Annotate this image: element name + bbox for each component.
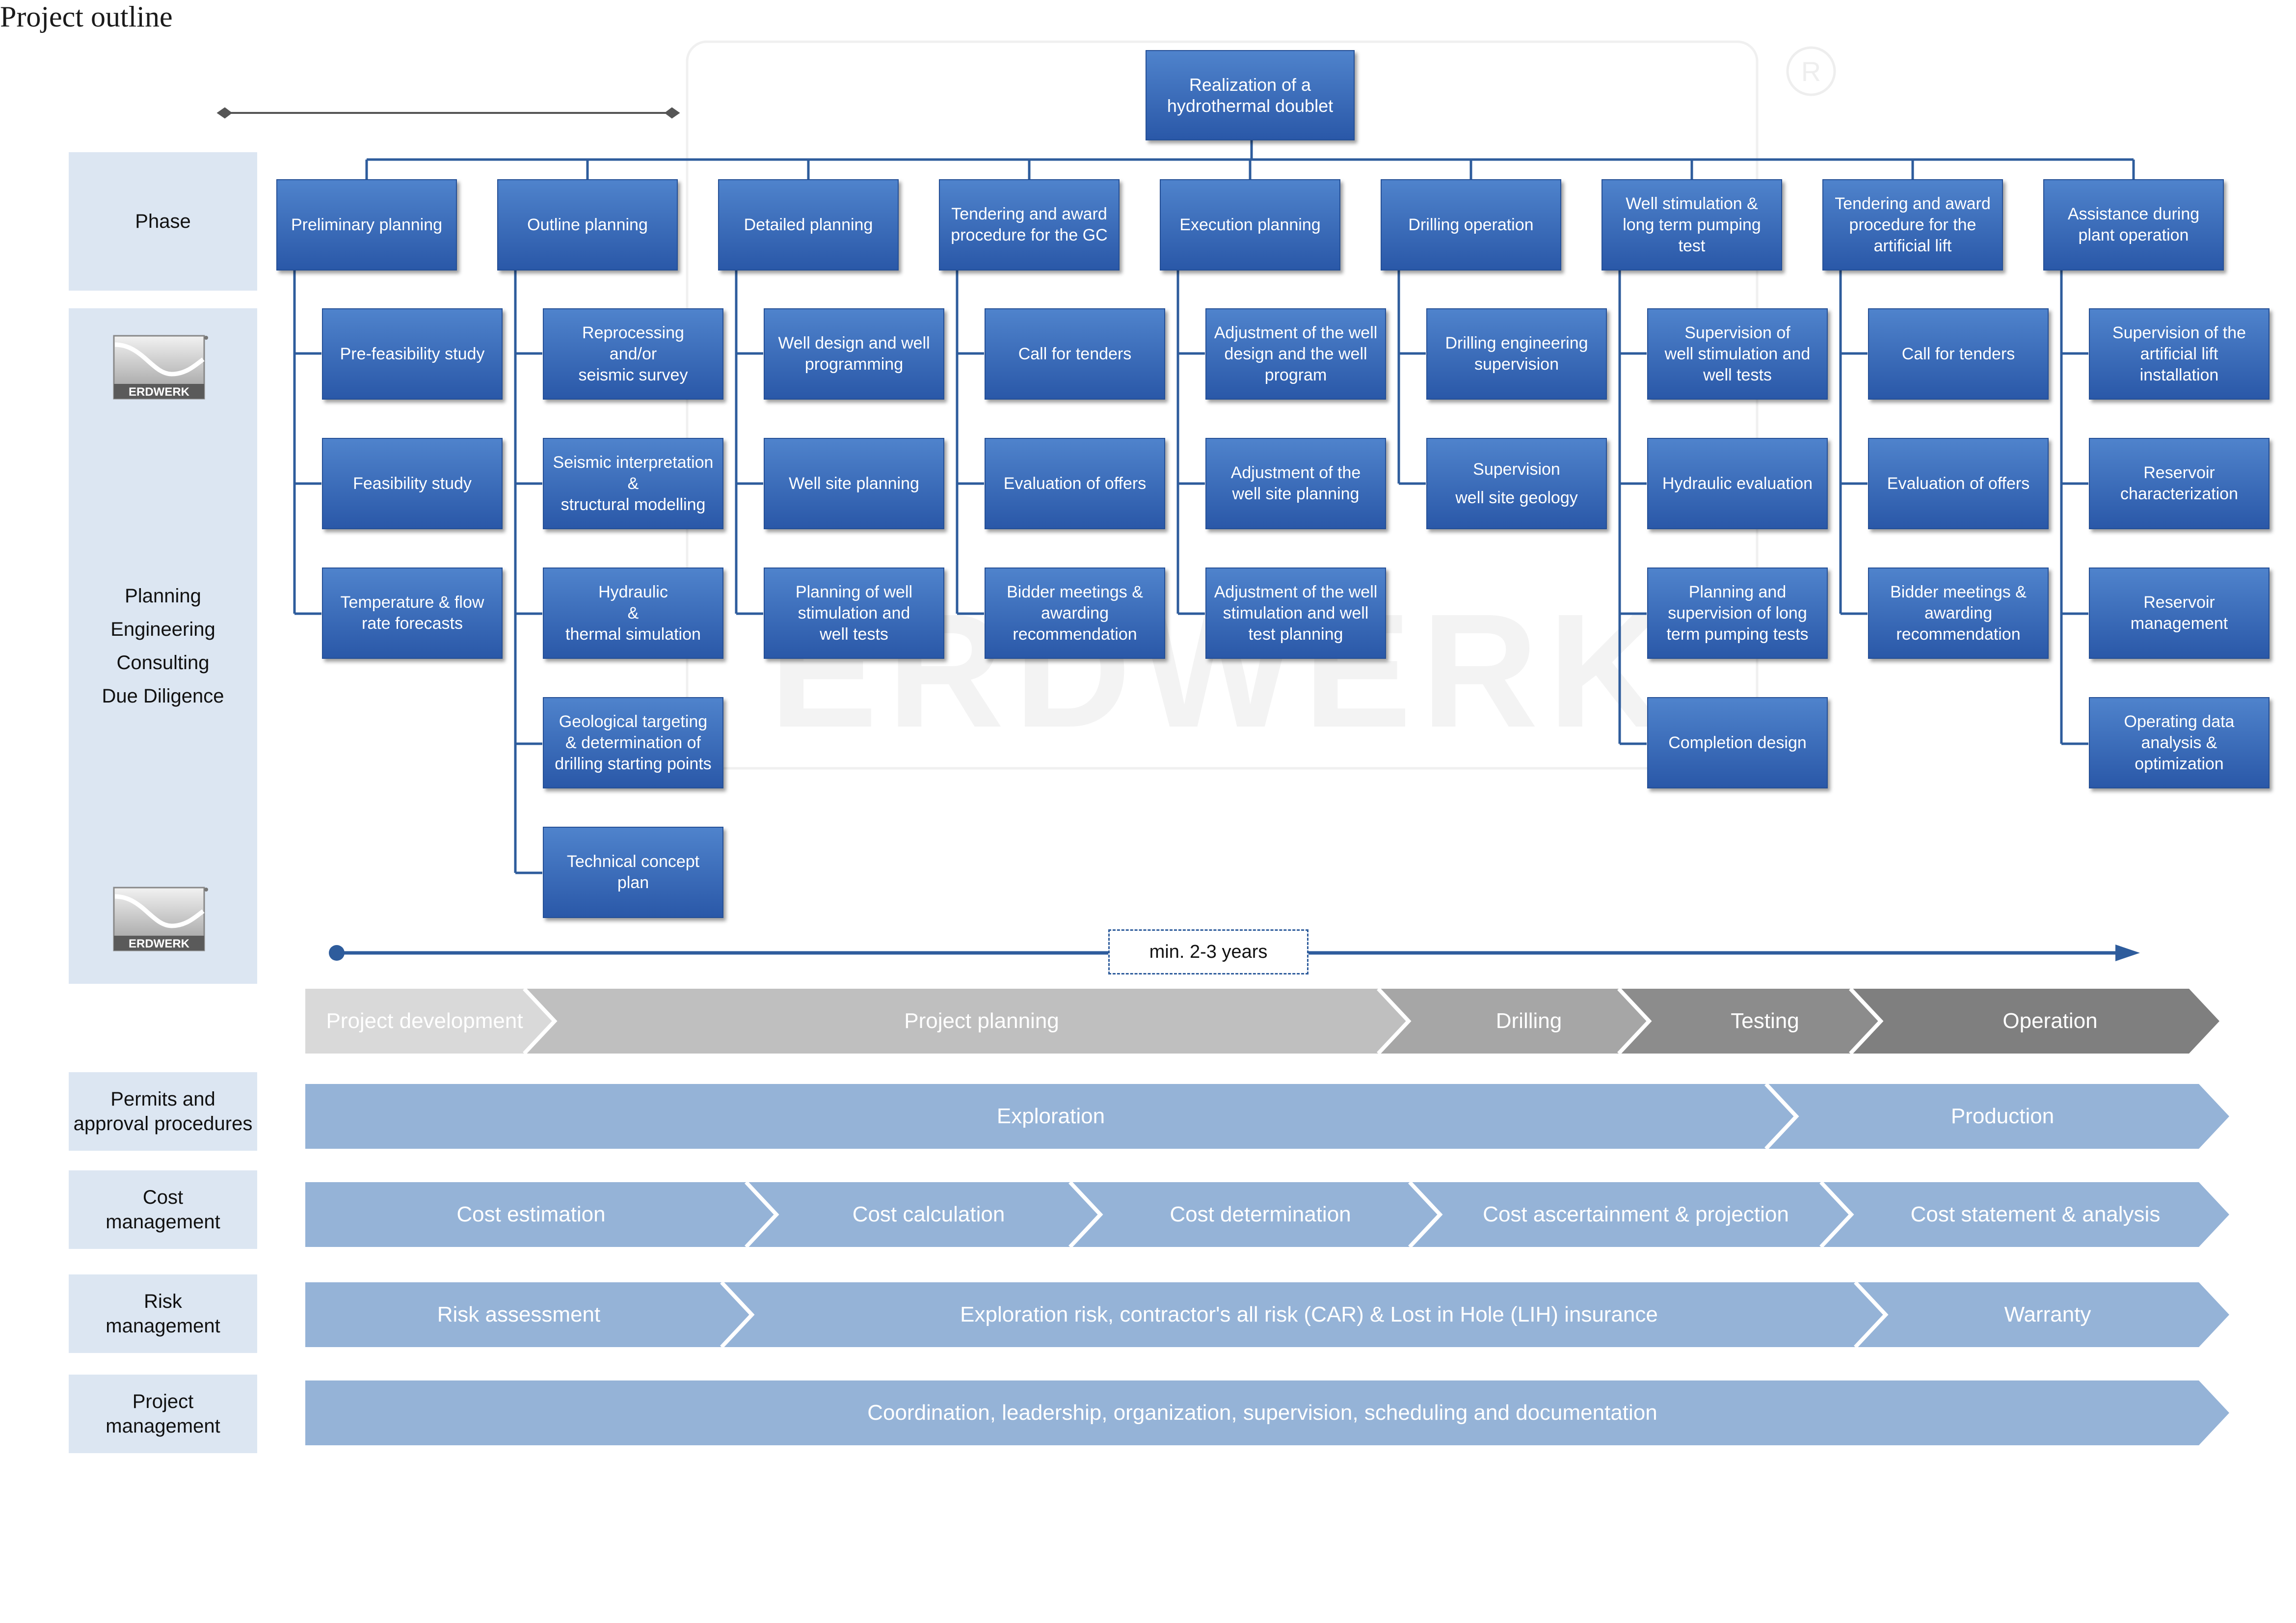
task-box[interactable]: Bidder meetings & awarding recommendatio… (1868, 568, 2049, 659)
task-box[interactable]: Planning of well stimulation and well te… (764, 568, 944, 659)
permits-label: Production (1950, 1104, 2055, 1128)
task-box[interactable]: Evaluation of offers (1868, 438, 2049, 529)
task-box[interactable]: Reservoir characterization (2089, 438, 2269, 529)
phase-box-tendering-gc[interactable]: Tendering and award procedure for the GC (939, 179, 1120, 270)
logo-icon: ERDWERK (113, 335, 208, 400)
sidebar-cost: Cost management (69, 1170, 257, 1249)
task-box[interactable]: Reservoir management (2089, 568, 2269, 659)
tree-connectors (293, 140, 2135, 874)
phase-box-preliminary-planning[interactable]: Preliminary planning (276, 179, 457, 270)
stage-label: Operation (2002, 1009, 2098, 1033)
phase-box-execution-planning[interactable]: Execution planning (1160, 179, 1340, 270)
phase-box-well-stimulation[interactable]: Well stimulation & long term pumping tes… (1602, 179, 1782, 270)
erdwerk-logo-bottom: ERDWERK (113, 887, 209, 953)
task-box[interactable]: Planning and supervision of long term pu… (1647, 568, 1828, 659)
sidebar-phase: Phase (69, 152, 257, 291)
watermark-frame (686, 40, 1759, 770)
stage-label: Project planning (904, 1009, 1059, 1033)
cost-label: Cost estimation (456, 1202, 606, 1226)
sidebar-risk: Risk management (69, 1274, 257, 1353)
timeline-start-dot (329, 945, 345, 961)
permits-label: Exploration (996, 1104, 1105, 1128)
task-box[interactable]: Supervision of the artificial lift insta… (2089, 308, 2269, 400)
task-box[interactable]: Reprocessing and/or seismic survey (543, 308, 723, 400)
task-box[interactable]: Seismic interpretation & structural mode… (543, 438, 723, 529)
svg-text:ERDWERK: ERDWERK (129, 385, 190, 399)
phase-box-tendering-artificial-lift[interactable]: Tendering and award procedure for the ar… (1822, 179, 2003, 270)
erdwerk-logo-top: ERDWERK (113, 335, 209, 402)
watermark-registered-icon (1786, 46, 1836, 96)
page-title: Project outline (0, 0, 173, 33)
stage-label: Project development (326, 1009, 523, 1033)
risk-label: Warranty (2004, 1302, 2091, 1326)
phase-box-drilling-operation[interactable]: Drilling operation (1381, 179, 1561, 270)
sidebar-permits: Permits and approval procedures (69, 1072, 257, 1151)
stage-label: Drilling (1495, 1009, 1562, 1033)
cost-label: Cost statement & analysis (1910, 1202, 2161, 1226)
task-box[interactable]: Temperature & flow rate forecasts (322, 568, 503, 659)
risk-label: Risk assessment (437, 1302, 601, 1326)
task-box[interactable]: Supervision well site geology (1426, 438, 1607, 529)
cost-label: Cost ascertainment & projection (1483, 1202, 1789, 1226)
timeline-label: min. 2-3 years (1108, 929, 1308, 974)
risk-label: Exploration risk, contractor's all risk … (960, 1302, 1658, 1326)
task-box[interactable]: Pre-feasibility study (322, 308, 503, 400)
task-box[interactable]: Technical concept plan (543, 827, 723, 918)
task-box[interactable]: Call for tenders (985, 308, 1165, 400)
task-box[interactable]: Call for tenders (1868, 308, 2049, 400)
timeline-arrowhead (2115, 945, 2140, 961)
task-box[interactable]: Evaluation of offers (985, 438, 1165, 529)
task-box[interactable]: Completion design (1647, 697, 1828, 788)
task-box[interactable]: Drilling engineering supervision (1426, 308, 1607, 400)
task-box[interactable]: Hydraulic & thermal simulation (543, 568, 723, 659)
project-mgmt-label: Coordination, leadership, organization, … (867, 1401, 1657, 1425)
sidebar-planning-label: Planning Engineering Consulting Due Dili… (102, 585, 224, 707)
task-box[interactable]: Geological targeting & determination of … (543, 697, 723, 788)
task-box[interactable]: Adjustment of the well stimulation and w… (1205, 568, 1386, 659)
title-underline (216, 107, 680, 119)
task-box[interactable]: Bidder meetings & awarding recommendatio… (985, 568, 1165, 659)
root-box[interactable]: Realization of a hydrothermal doublet (1146, 50, 1355, 140)
logo-icon: ERDWERK (113, 887, 208, 951)
cost-label: Cost determination (1170, 1202, 1351, 1226)
cost-label: Cost calculation (852, 1202, 1005, 1226)
stage-label: Testing (1731, 1009, 1799, 1033)
svg-text:ERDWERK: ERDWERK (129, 937, 190, 950)
phase-box-detailed-planning[interactable]: Detailed planning (718, 179, 899, 270)
sidebar-project: Project management (69, 1375, 257, 1453)
phase-box-outline-planning[interactable]: Outline planning (497, 179, 678, 270)
task-box[interactable]: Well design and well programming (764, 308, 944, 400)
task-box[interactable]: Adjustment of the well site planning (1205, 438, 1386, 529)
task-box[interactable]: Well site planning (764, 438, 944, 529)
sidebar-planning: Planning Engineering Consulting Due Dili… (69, 308, 257, 984)
phase-box-plant-operation[interactable]: Assistance during plant operation (2043, 179, 2224, 270)
task-box[interactable]: Operating data analysis & optimization (2089, 697, 2269, 788)
task-box[interactable]: Feasibility study (322, 438, 503, 529)
task-box[interactable]: Adjustment of the well design and the we… (1205, 308, 1386, 400)
svg-text:R: R (1801, 56, 1821, 87)
task-box[interactable]: Hydraulic evaluation (1647, 438, 1828, 529)
task-box[interactable]: Supervision of well stimulation and well… (1647, 308, 1828, 400)
